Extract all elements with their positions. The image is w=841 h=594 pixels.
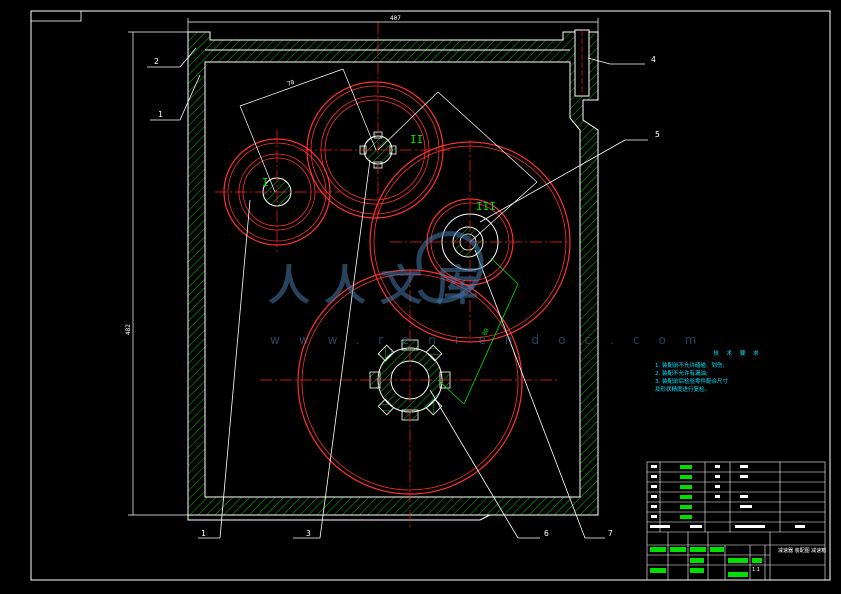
technical-requirement-line: 及形状精度进行复检。 [655,387,711,393]
center-lines [215,22,570,530]
technical-requirement-line: 1. 装配前不允许磕碰、划伤; [655,363,725,369]
callout-6: 6 [544,529,549,538]
title-block-cells [650,465,762,577]
shaft-label-3: III [476,200,496,213]
technical-requirement-line: 2. 装配不允许有漏油; [655,371,708,377]
sheet-border [30,10,831,581]
shaft-label-1: I [262,176,269,189]
callout-7: 7 [608,529,613,538]
leader-lines [147,47,648,539]
top-left-tag [30,10,82,22]
title-block-scale: 1:1 [752,567,760,573]
title-block [646,461,826,581]
dim-overall-height: 482 [125,324,132,335]
dim-overall-width: 407 [390,15,401,22]
dimension-line-green [437,257,519,405]
technical-requirements: 技 术 要 求 1. 装配前不允许磕碰、划伤; 2. 装配不允许有漏油; 3. … [655,350,820,394]
title-block-marks [650,465,805,528]
title-block-drawing-title: 减速器 装配图 减速箱 [778,547,826,554]
callout-2: 2 [154,57,159,66]
dim-center-distance-3: 80 [481,327,490,337]
dimension-lines [128,18,599,516]
callout-4: 4 [651,55,656,64]
callout-1-bottom: 1 [201,529,206,538]
watermark-text: 人人文库 [268,261,493,310]
callout-5: 5 [655,130,660,139]
dim-center-distance-1: 70 [286,79,296,88]
watermark-url: www.renrendoc.com [270,333,716,347]
technical-requirements-title: 技 术 要 求 [713,351,762,357]
callout-3: 3 [306,529,311,538]
callout-1-top: 1 [158,110,163,119]
technical-requirement-line: 3. 装配前后检验零件配合尺寸 [655,379,728,385]
watermark-swirl [416,231,484,304]
housing [187,29,599,521]
shaft-label-2: II [410,133,423,146]
